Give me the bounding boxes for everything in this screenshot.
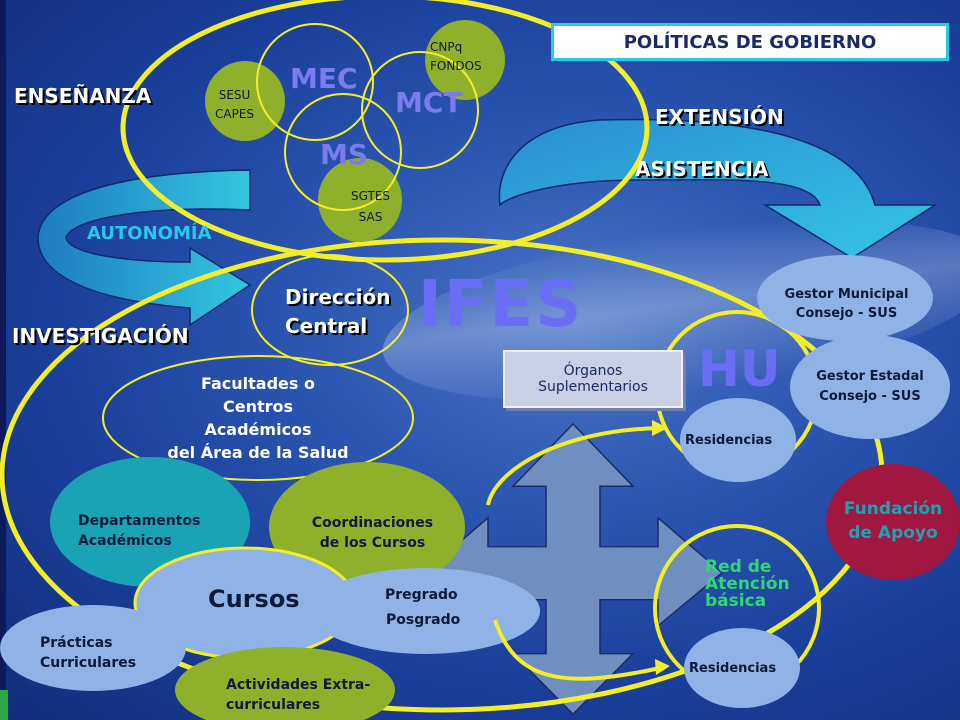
direccion-label: Dirección Central [285, 285, 391, 338]
coordinaciones-label: Coordinaciones de los Cursos [311, 515, 434, 551]
actividades-ellipse [175, 647, 395, 720]
gestor-municipal-label: Gestor Municipal Consejo - SUS [784, 287, 909, 321]
departamentos-label: Departamentos Académicos [78, 513, 201, 549]
ms-circle [284, 93, 402, 211]
sesu-label: SESU CAPES [215, 88, 255, 121]
residencias-2-label: Residencias [689, 661, 777, 676]
organos-suplementarios-box: Órganos Suplementarios [503, 350, 683, 408]
ifes-label: IFES [418, 268, 584, 342]
residencias-1-ellipse [680, 398, 796, 482]
autonomia-label: AUTONOMÍA [87, 223, 212, 244]
mct-circle [361, 51, 479, 169]
direccion-ellipse [251, 254, 409, 366]
connector-top-arrowhead [652, 420, 668, 436]
coordinaciones-ellipse [269, 462, 465, 592]
mec-circle [256, 23, 374, 141]
ms-label: MS [320, 138, 369, 171]
cnpq-circle [425, 20, 505, 100]
mec-label: MEC [290, 62, 358, 95]
practicas-label: Prácticas Curriculares [40, 635, 137, 671]
cursos-label: Cursos [208, 585, 300, 613]
gestor-estadal-ellipse [790, 335, 950, 439]
cnpq-label: CNPq FONDOS [430, 40, 482, 73]
ensenanza-label: ENSEÑANZA [14, 84, 152, 108]
residencias-1-label: Residencias [685, 433, 773, 448]
left-edge-strip [0, 0, 6, 720]
pregrado-label: Pregrado [385, 587, 458, 603]
government-ring [120, 0, 650, 263]
mct-label: MCT [395, 86, 463, 119]
hu-label: HU [698, 340, 781, 398]
investigacion-label: INVESTIGACIÓN [12, 324, 189, 348]
gestor-municipal-ellipse [757, 255, 933, 341]
facultades-label: Facultades o Centros Académicos del Área… [167, 374, 349, 462]
facultades-ellipse [102, 355, 414, 481]
autonomia-arrow [37, 169, 252, 327]
connector-bottom-arrowhead [655, 659, 670, 675]
residencias-2-ellipse [684, 628, 800, 708]
pregrado-ellipse [310, 568, 540, 654]
sesu-circle [205, 61, 285, 141]
policies-title: POLÍTICAS DE GOBIERNO [551, 23, 949, 61]
fundacion-ellipse [826, 464, 960, 580]
practicas-ellipse [0, 605, 186, 691]
connector-top [486, 426, 661, 506]
connector-bottom [493, 619, 661, 681]
actividades-label: Actividades Extra- curriculares [226, 677, 371, 713]
fundacion-label: Fundación de Apoyo [843, 499, 943, 543]
asistencia-label: ASISTENCIA [635, 157, 769, 181]
red-label: Red de Atención básica [705, 557, 790, 611]
corner-accent [0, 690, 8, 720]
extension-arrow [498, 118, 938, 259]
posgrado-label: Posgrado [386, 612, 461, 628]
extension-label: EXTENSIÓN [655, 105, 784, 129]
sgtes-circle [318, 158, 402, 242]
gestor-estadal-label: Gestor Estadal Consejo - SUS [816, 369, 924, 404]
four-way-arrow [422, 422, 724, 716]
sgtes-label: SGTES SAS [351, 189, 391, 224]
